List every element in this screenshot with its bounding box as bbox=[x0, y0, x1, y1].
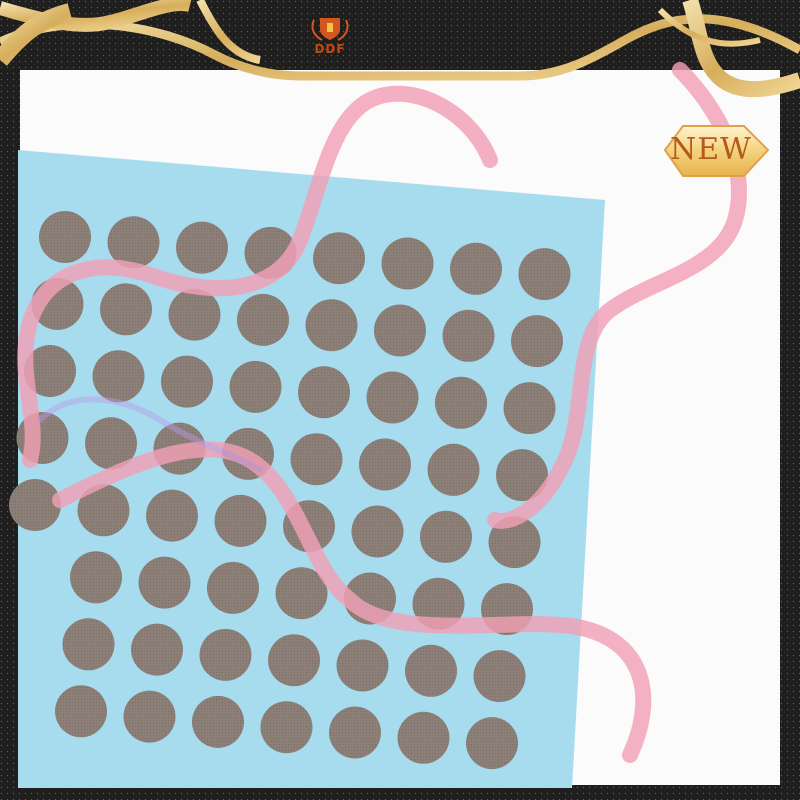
dot-stickers bbox=[9, 211, 571, 770]
dot-sticker bbox=[260, 701, 313, 754]
dot-sticker bbox=[503, 382, 556, 435]
dot-sticker bbox=[298, 366, 350, 419]
dot-sticker bbox=[397, 711, 450, 764]
dot-sticker bbox=[313, 232, 365, 285]
dot-sticker bbox=[496, 449, 548, 502]
dot-sticker bbox=[161, 355, 213, 408]
dot-sticker bbox=[168, 288, 221, 341]
dot-sticker bbox=[229, 360, 282, 413]
dot-sticker bbox=[207, 561, 259, 614]
dot-sticker bbox=[405, 644, 457, 697]
dot-sticker bbox=[107, 216, 160, 269]
dot-sticker bbox=[85, 417, 137, 470]
pink-ribbon bbox=[17, 85, 498, 468]
logo-emblem bbox=[311, 18, 349, 41]
dot-sticker bbox=[192, 695, 244, 748]
dot-sticker bbox=[131, 623, 183, 676]
dot-sticker bbox=[290, 433, 343, 486]
dot-sticker bbox=[435, 376, 487, 429]
dot-sticker bbox=[77, 484, 130, 537]
dot-sticker bbox=[100, 283, 152, 336]
logo-text: DDF bbox=[314, 42, 346, 56]
dot-sticker bbox=[473, 650, 526, 703]
dot-sticker bbox=[329, 706, 381, 759]
dot-sticker bbox=[39, 211, 91, 263]
dot-sticker bbox=[70, 551, 122, 604]
dot-sticker bbox=[237, 293, 289, 346]
dot-sticker bbox=[92, 350, 145, 403]
new-badge bbox=[663, 125, 770, 177]
dot-sticker bbox=[275, 567, 328, 620]
dot-sticker bbox=[466, 717, 518, 770]
dot-sticker bbox=[442, 309, 495, 362]
gold-ribbon-border bbox=[0, 0, 800, 98]
dot-sticker bbox=[450, 242, 502, 295]
dot-sticker bbox=[518, 248, 571, 301]
dot-sticker bbox=[199, 628, 252, 681]
dot-sticker bbox=[366, 371, 419, 424]
dot-sticker bbox=[420, 510, 472, 563]
new-badge-label: NEW bbox=[670, 132, 752, 167]
dot-sticker bbox=[214, 494, 267, 547]
pink-ribbon-shadow bbox=[37, 396, 263, 473]
dot-sticker bbox=[381, 237, 434, 290]
dot-sticker bbox=[488, 516, 541, 569]
dot-sticker bbox=[359, 438, 411, 491]
dot-sticker bbox=[511, 315, 563, 368]
dot-sticker bbox=[55, 685, 107, 738]
dot-sticker bbox=[305, 299, 358, 352]
dot-sticker bbox=[268, 634, 320, 687]
dot-sticker bbox=[123, 690, 176, 743]
dot-sticker bbox=[24, 345, 76, 397]
dot-sticker bbox=[9, 479, 61, 531]
dot-sticker bbox=[62, 618, 115, 671]
dot-sticker bbox=[374, 304, 426, 357]
dot-sticker bbox=[427, 443, 480, 496]
dot-sticker bbox=[146, 489, 198, 542]
dot-sticker bbox=[336, 639, 389, 692]
dot-sticker bbox=[176, 221, 228, 274]
pink-ribbon bbox=[52, 441, 652, 763]
dot-sticker bbox=[351, 505, 404, 558]
dot-sticker bbox=[138, 556, 191, 609]
